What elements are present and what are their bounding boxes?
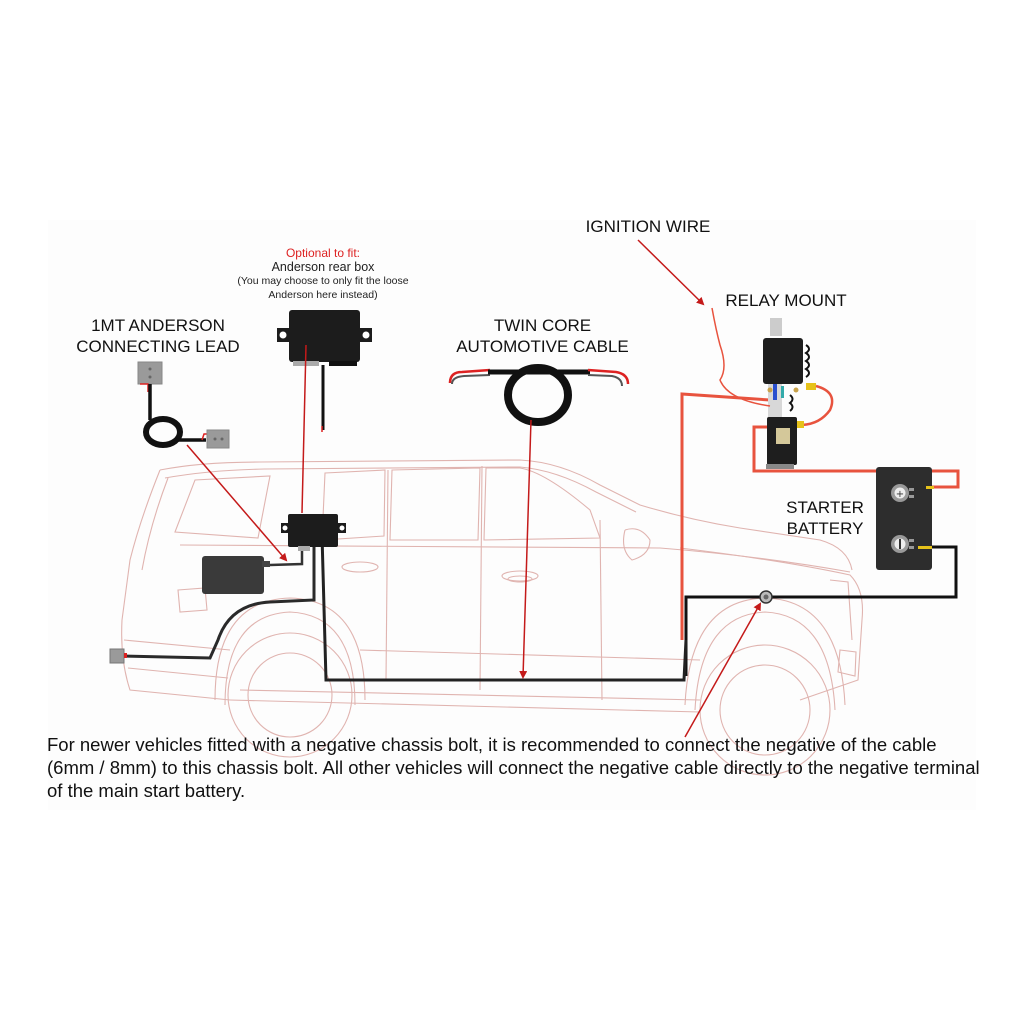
starter-battery-icon: + (876, 467, 934, 570)
anderson-lead-product-icon (137, 361, 230, 449)
ignition-wire (711, 307, 771, 407)
rear-lead-wire (123, 535, 316, 660)
arrow-anderson-lead (186, 444, 288, 562)
anderson-rear-box-product-icon (277, 310, 372, 432)
diagram-panel (48, 220, 976, 810)
label-twin-core: TWIN CORE AUTOMOTIVE CABLE (440, 315, 645, 357)
label-optional-box: Optional to fit: Anderson rear box (You … (208, 246, 438, 302)
arrow-ignition-wire (637, 239, 705, 306)
negative-wire-battery (684, 545, 958, 676)
arrow-optional-box (301, 344, 307, 514)
arrow-twin-core (519, 419, 532, 679)
anderson-box-installed-icon (281, 514, 346, 551)
positive-wire-run (680, 392, 771, 640)
car-outline (121, 459, 864, 776)
label-relay-mount: RELAY MOUNT (725, 291, 847, 310)
rear-battery-box-icon (202, 556, 270, 594)
arrow-chassis-bolt (684, 602, 761, 738)
svg-text:+: + (896, 489, 904, 500)
label-starter-battery-line2: BATTERY (786, 519, 864, 538)
optional-note-line2: Anderson here instead) (268, 289, 378, 301)
rear-anderson-plug-icon (109, 648, 127, 664)
label-twin-core-line1: TWIN CORE (493, 316, 592, 335)
chassis-bolt-icon (759, 590, 773, 604)
callout-arrows (186, 239, 761, 738)
label-ignition-wire: IGNITION WIRE (585, 217, 711, 236)
label-anderson-lead-line2: CONNECTING LEAD (76, 337, 240, 356)
label-twin-core-line2: AUTOMOTIVE CABLE (456, 337, 629, 356)
negative-wire-run (320, 534, 688, 682)
twin-core-cable-product-icon (448, 364, 630, 426)
optional-title: Optional to fit: (285, 246, 361, 260)
positive-terminal-icon: + (891, 484, 914, 502)
label-starter-battery: STARTER BATTERY (775, 497, 875, 539)
label-anderson-lead-line1: 1MT ANDERSON (91, 316, 225, 335)
positive-wire-battery (752, 425, 960, 489)
footnote-text: For newer vehicles fitted with a negativ… (47, 734, 980, 801)
relay-mount-icon (763, 318, 834, 469)
box-lead-wire (269, 548, 304, 567)
optional-item: Anderson rear box (271, 260, 375, 274)
label-starter-battery-line1: STARTER (786, 498, 864, 517)
label-anderson-lead: 1MT ANDERSON CONNECTING LEAD (68, 315, 248, 357)
negative-terminal-icon (891, 535, 914, 553)
optional-note-line1: (You may choose to only fit the loose (237, 275, 409, 287)
